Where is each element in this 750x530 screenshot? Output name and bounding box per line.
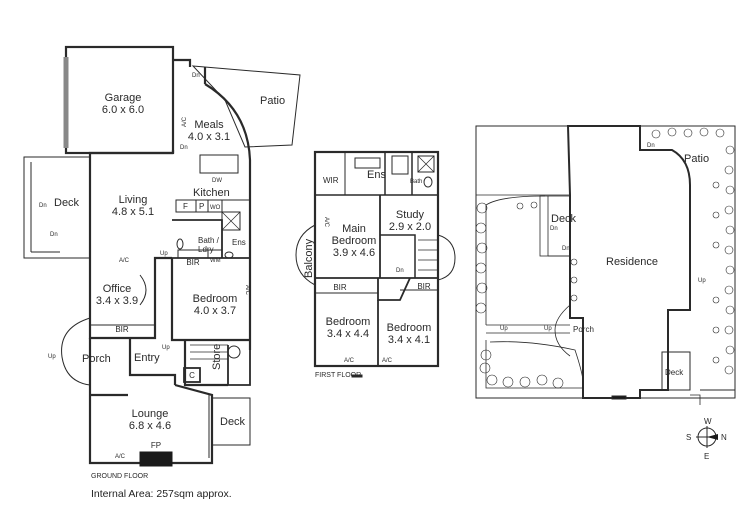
first-floor-plan xyxy=(295,150,456,378)
label-bir-bedroom-3: BIR xyxy=(417,282,431,291)
room-main-bedroom-line2: Bedroom xyxy=(332,235,377,247)
meals-curved-wall xyxy=(204,83,252,350)
label-entry: Entry xyxy=(134,352,160,364)
label-dn-deck-2: Dn xyxy=(50,232,58,238)
room-bedroom-2-dims: 3.4 x 4.4 xyxy=(327,328,369,340)
room-meals-name: Meals xyxy=(194,119,224,131)
room-office-dims: 3.4 x 3.9 xyxy=(96,295,138,307)
compass-rose: N S W E xyxy=(686,417,727,461)
label-ac-bedroom-2: A/C xyxy=(344,358,355,364)
ground-floor-caption: GROUND FLOOR xyxy=(91,473,148,480)
compass-e: E xyxy=(704,452,709,461)
site-plan-labels: Residence Patio Deck Porch Deck Dn Dn Dn… xyxy=(500,143,709,377)
ground-floor-plan xyxy=(23,45,301,467)
room-lounge-dims: 6.8 x 4.6 xyxy=(129,420,171,432)
label-residence: Residence xyxy=(606,256,658,268)
label-ac-main-bedroom: A/C xyxy=(323,217,329,228)
room-bedroom-3-name: Bedroom xyxy=(387,322,432,334)
site-plan xyxy=(475,125,736,405)
room-office-name: Office xyxy=(103,283,132,295)
room-main-bedroom-line1: Main xyxy=(342,223,366,235)
label-pantry: P xyxy=(199,202,204,211)
label-kitchen: Kitchen xyxy=(193,187,230,199)
label-porch: Porch xyxy=(82,353,111,365)
label-up-site-3: Up xyxy=(698,278,706,284)
label-dn-meals: Dn xyxy=(180,145,188,151)
label-patio-site: Patio xyxy=(684,153,709,165)
room-lounge-name: Lounge xyxy=(132,408,169,420)
room-meals-dims: 4.0 x 3.1 xyxy=(188,131,230,143)
label-ldry: Ldry xyxy=(198,245,214,254)
room-study-dims: 2.9 x 2.0 xyxy=(389,221,431,233)
label-dishwasher: DW xyxy=(212,178,222,184)
ground-floor-labels: Garage 6.0 x 6.0 Meals 4.0 x 3.1 Living … xyxy=(39,73,285,480)
room-bedroom-dims: 4.0 x 3.7 xyxy=(194,305,236,317)
label-dn-patio: Dn xyxy=(192,73,200,79)
label-balcony: Balcony xyxy=(303,238,315,278)
label-dn-site-patio: Dn xyxy=(647,143,655,149)
room-study-name: Study xyxy=(396,209,425,221)
compass-n: N xyxy=(721,433,727,442)
first-floor-caption: FIRST FLOOR xyxy=(315,372,361,379)
label-bath-first: Bath xyxy=(410,179,422,185)
label-fireplace: FP xyxy=(151,441,161,450)
room-living-dims: 4.8 x 5.1 xyxy=(112,206,154,218)
label-up-site-1: Up xyxy=(500,326,508,332)
label-dn-site-deck-1: Dn xyxy=(550,226,558,232)
label-porch-site: Porch xyxy=(573,325,594,334)
balcony-curve xyxy=(295,224,316,286)
label-washing-machine: WM xyxy=(210,258,221,264)
label-office-bir: BIR xyxy=(115,325,129,334)
label-ac-bedroom: A/C xyxy=(244,285,250,296)
label-ac-bedroom-3: A/C xyxy=(382,358,393,364)
deck-outline xyxy=(23,156,90,259)
label-ac-lounge: A/C xyxy=(115,454,126,460)
label-deck-site-small: Deck xyxy=(665,368,684,377)
compass-w: W xyxy=(704,417,712,426)
room-living-name: Living xyxy=(119,194,148,206)
label-deck: Deck xyxy=(54,197,80,209)
porch-curve xyxy=(61,317,91,386)
first-floor-outline xyxy=(313,150,440,368)
label-up-porch: Up xyxy=(48,354,56,360)
label-bir-bedroom-2: BIR xyxy=(333,283,347,292)
label-patio: Patio xyxy=(260,95,285,107)
label-fridge: F xyxy=(183,202,188,211)
room-bedroom-name: Bedroom xyxy=(193,293,238,305)
garden-shrubs xyxy=(475,127,735,389)
compass-s: S xyxy=(686,433,691,442)
internal-area-note: Internal Area: 257sqm approx. xyxy=(91,488,232,500)
label-ens-first: Ens xyxy=(367,169,386,181)
room-garage-dims: 6.0 x 6.0 xyxy=(102,104,144,116)
label-deck-lounge: Deck xyxy=(220,416,246,428)
label-bedroom-bir: BIR xyxy=(186,258,200,267)
label-ac-office: A/C xyxy=(119,258,130,264)
label-cupboard: C xyxy=(189,371,195,380)
label-wall-oven: WO xyxy=(210,205,221,211)
label-ac-meals: A/C xyxy=(182,116,188,127)
room-bedroom-2-name: Bedroom xyxy=(326,316,371,328)
label-dn-first: Dn xyxy=(396,268,404,274)
first-floor-labels: WIR Ens Bath Main Bedroom 3.9 x 4.6 Stud… xyxy=(303,169,431,379)
room-garage-name: Garage xyxy=(105,92,142,104)
label-deck-site: Deck xyxy=(551,213,577,225)
room-main-bedroom-dims: 3.9 x 4.6 xyxy=(333,247,375,259)
label-store: Store xyxy=(211,344,223,370)
label-bath: Bath / xyxy=(198,236,220,245)
label-up-site-2: Up xyxy=(544,326,552,332)
label-wir: WIR xyxy=(323,176,339,185)
label-dn-deck-1: Dn xyxy=(39,203,47,209)
label-dn-site-deck-2: Dn xyxy=(562,246,570,252)
label-ens: Ens xyxy=(232,238,246,247)
room-bedroom-3-dims: 3.4 x 4.1 xyxy=(388,334,430,346)
label-up-stair: Up xyxy=(160,251,168,257)
label-up-entry: Up xyxy=(162,345,170,351)
